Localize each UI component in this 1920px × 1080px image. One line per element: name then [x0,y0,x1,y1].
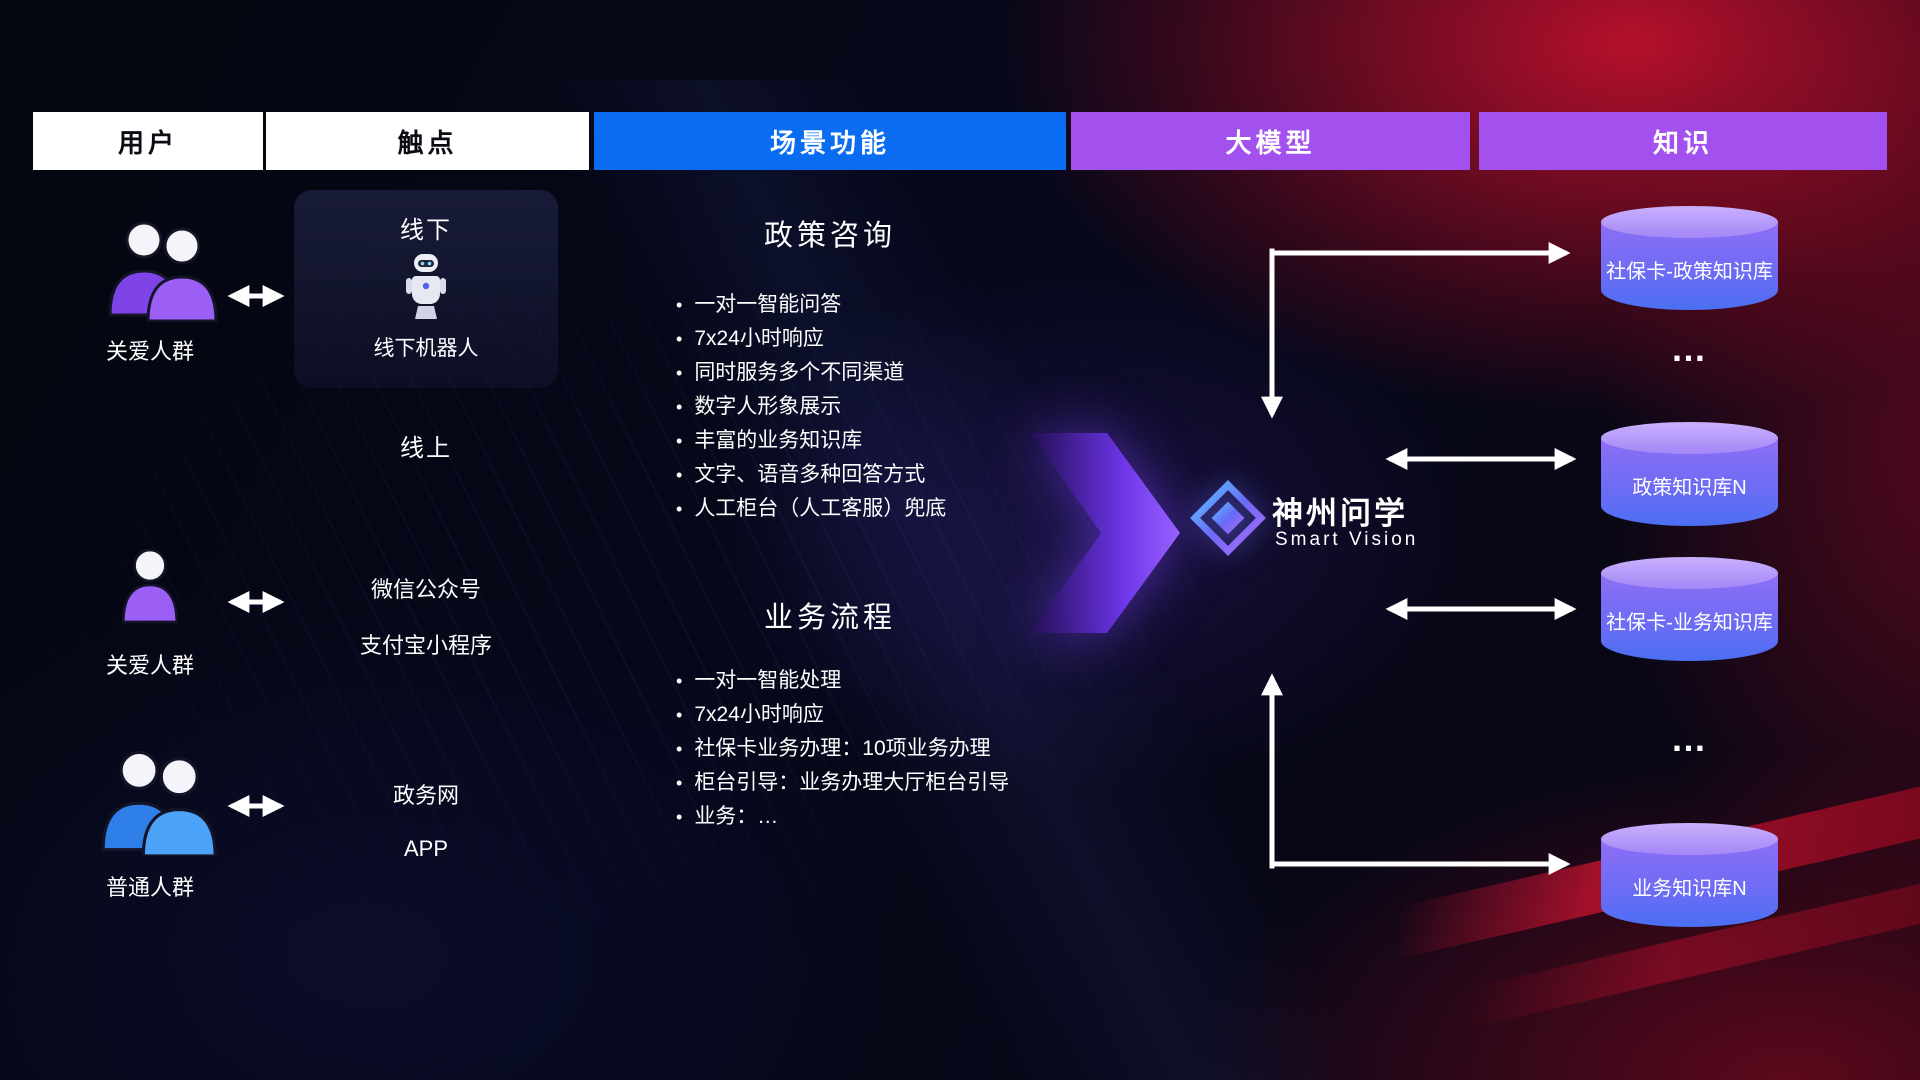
ellipsis-more-databases: … [1670,328,1709,369]
column-header-scenario-functions: 场景功能 [594,112,1066,170]
list-item: 同时服务多个不同渠道 [676,356,946,390]
user-group-label: 普通人群 [105,875,194,900]
model-name: 神州问学 [1272,496,1408,531]
list-item: 社保卡业务办理：10项业务办理 [676,732,1009,766]
database-icon: 社保卡-政策知识库 [1601,206,1778,310]
database-icon: 业务知识库N [1601,823,1778,927]
ellipsis-more-databases: … [1670,718,1709,759]
app-channel-label: APP [403,836,449,861]
list-item: 业务：… [676,800,1009,834]
business-process-feature-list: 一对一智能处理 7x24小时响应 社保卡业务办理：10项业务办理 柜台引导：业务… [676,664,1009,834]
list-item: 数字人形象展示 [676,390,946,424]
column-header-large-model: 大模型 [1071,112,1470,170]
db-label: 社保卡-业务知识库 [1606,611,1773,634]
single-user-purple-icon [118,546,182,624]
db-cylinder-top [1601,823,1778,855]
robot-icon [404,252,448,322]
users-group-purple-icon [98,214,222,323]
database-icon: 政策知识库N [1601,422,1778,526]
scenario-title-business-process: 业务流程 [763,602,896,634]
list-item: 一对一智能问答 [676,288,946,322]
db-cylinder-top [1601,557,1778,589]
model-subtitle: Smart Vision [1275,529,1419,550]
users-group-blue-icon [90,744,222,858]
column-header-users: 用户 [33,112,263,170]
list-item: 一对一智能处理 [676,664,1009,698]
column-header-touchpoints: 触点 [266,112,589,170]
scenario-title-policy-consult: 政策咨询 [763,220,896,252]
big-flow-arrow-icon [1030,426,1182,640]
offline-label: 线下 [400,217,452,244]
list-item: 柜台引导：业务办理大厅柜台引导 [676,766,1009,800]
user-group-label: 关爱人群 [105,339,194,364]
column-header-knowledge: 知识 [1479,112,1887,170]
bg-light-beam [260,80,1560,1080]
policy-consult-feature-list: 一对一智能问答 7x24小时响应 同时服务多个不同渠道 数字人形象展示 丰富的业… [676,288,946,526]
db-label: 政策知识库N [1632,476,1747,499]
gov-web-channel-label: 政务网 [392,783,459,808]
user-group-label: 关爱人群 [105,653,194,678]
wechat-channel-label: 微信公众号 [370,577,481,602]
list-item: 7x24小时响应 [676,322,946,356]
db-cylinder-top [1601,206,1778,238]
database-icon: 社保卡-业务知识库 [1601,557,1778,661]
db-label: 社保卡-政策知识库 [1606,260,1773,283]
list-item: 文字、语音多种回答方式 [676,458,946,492]
db-label: 业务知识库N [1632,877,1747,900]
db-cylinder-top [1601,422,1778,454]
alipay-channel-label: 支付宝小程序 [359,633,492,658]
list-item: 丰富的业务知识库 [676,424,946,458]
smart-vision-logo-diamond-icon [1190,480,1266,556]
online-label: 线上 [400,435,452,462]
list-item: 人工柜台（人工客服）兜底 [676,492,946,526]
list-item: 7x24小时响应 [676,698,1009,732]
offline-robot-label: 线下机器人 [373,337,479,360]
